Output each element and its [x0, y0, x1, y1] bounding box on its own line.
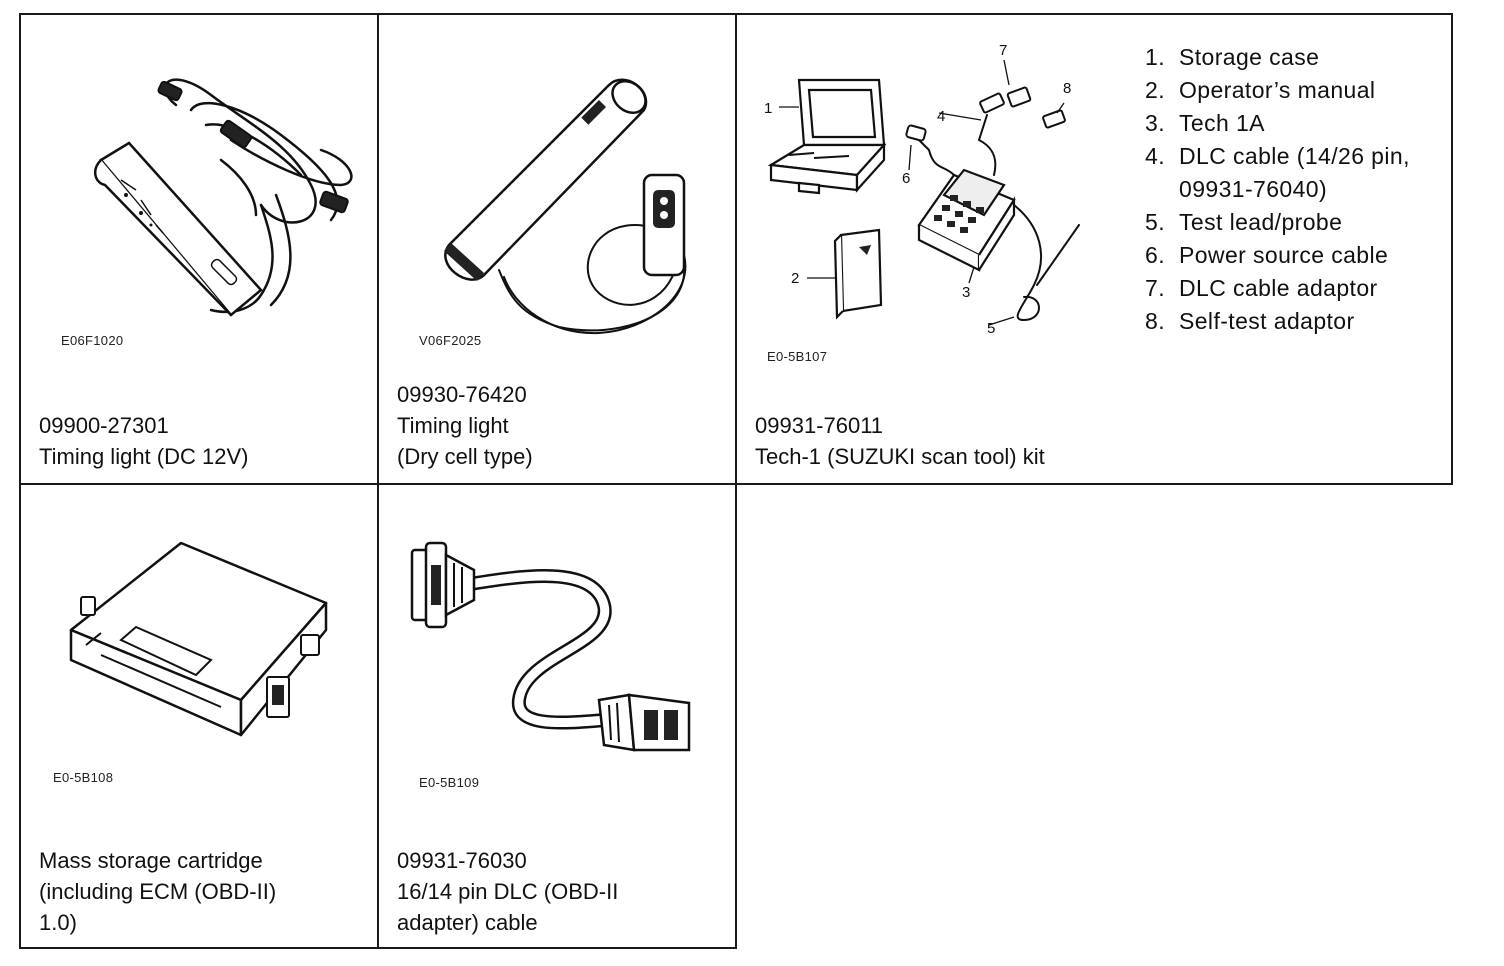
tool-cell-timing-light-dry-cell: V06F2025 09930-76420 Timing light (Dry c…	[377, 13, 737, 485]
tool-description-detail: adapter) cable	[397, 910, 538, 935]
callout-5: 5	[987, 320, 995, 337]
part-number: 09930-76420	[397, 382, 527, 407]
timing-light-dc-illustration	[93, 78, 353, 317]
tool-cell-mass-storage-cartridge: E0-5B108 Mass storage cartridge (includi…	[19, 483, 379, 949]
figure-reference-code: V06F2025	[419, 333, 482, 348]
parts-list-item: 4.DLC cable (14/26 pin, 09931-76040)	[1145, 143, 1410, 202]
callout-numbers: 1 2 3 4 5 6 7 8	[764, 42, 1071, 337]
callout-8: 8	[1063, 80, 1071, 97]
parts-list-item: 8.Self-test adaptor	[1145, 308, 1355, 334]
mass-storage-cartridge-illustration	[69, 541, 328, 737]
tool-caption: 09931-76011 Tech-1 (SUZUKI scan tool) ki…	[755, 410, 1045, 472]
tool-caption: Mass storage cartridge (including ECM (O…	[39, 845, 276, 938]
callout-4: 4	[937, 108, 945, 125]
parts-list-item: 6.Power source cable	[1145, 242, 1389, 268]
callout-1: 1	[764, 100, 772, 117]
figure-reference-code: E06F1020	[61, 333, 124, 348]
tech1-kit-illustration: 1 2 3 4 5 6 7 8	[764, 42, 1080, 337]
parts-list: 1.Storage case 2.Operator’s manual 3.Tec…	[1145, 41, 1410, 338]
tool-description-detail: (Dry cell type)	[397, 444, 533, 469]
figure-reference-code: E0-5B107	[767, 349, 828, 364]
tool-caption: 09900-27301 Timing light (DC 12V)	[39, 410, 248, 472]
tool-cell-tech1-kit: 1 2 3 4 5 6 7 8 1.Storage case 2.Operato…	[735, 13, 1453, 485]
callout-2: 2	[791, 270, 799, 287]
part-number: 09900-27301	[39, 413, 169, 438]
tool-description: 16/14 pin DLC (OBD-II	[397, 879, 619, 904]
tool-description: Tech-1 (SUZUKI scan tool) kit	[755, 444, 1045, 469]
tool-cell-timing-light-dc: E06F1020 09900-27301 Timing light (DC 12…	[19, 13, 379, 485]
parts-list-item: 3.Tech 1A	[1145, 110, 1265, 136]
part-number: 09931-76030	[397, 848, 527, 873]
tool-caption: 09931-76030 16/14 pin DLC (OBD-II adapte…	[397, 845, 618, 938]
timing-light-dry-cell-illustration	[444, 78, 687, 335]
callout-7: 7	[999, 42, 1007, 59]
callout-3: 3	[962, 284, 970, 301]
parts-list-item: 2.Operator’s manual	[1145, 77, 1376, 103]
tool-caption: 09930-76420 Timing light (Dry cell type)	[397, 379, 533, 472]
tool-description-version: 1.0)	[39, 910, 77, 935]
parts-list-item: 7.DLC cable adaptor	[1145, 275, 1378, 301]
figure-reference-code: E0-5B108	[53, 770, 114, 785]
figure-reference-code: E0-5B109	[419, 775, 480, 790]
part-number: 09931-76011	[755, 413, 884, 438]
tool-description: Timing light	[397, 413, 509, 438]
tool-description: Mass storage cartridge	[39, 848, 263, 873]
tool-cell-dlc-adapter-cable: E0-5B109 09931-76030 16/14 pin DLC (OBD-…	[377, 483, 737, 949]
tool-description-detail: (including ECM (OBD-II)	[39, 879, 277, 904]
tool-description: Timing light (DC 12V)	[39, 444, 249, 469]
parts-list-item: 5.Test lead/probe	[1145, 209, 1343, 235]
dlc-adapter-cable-illustration	[410, 541, 691, 752]
parts-list-item: 1.Storage case	[1145, 44, 1320, 70]
callout-6: 6	[902, 170, 910, 187]
